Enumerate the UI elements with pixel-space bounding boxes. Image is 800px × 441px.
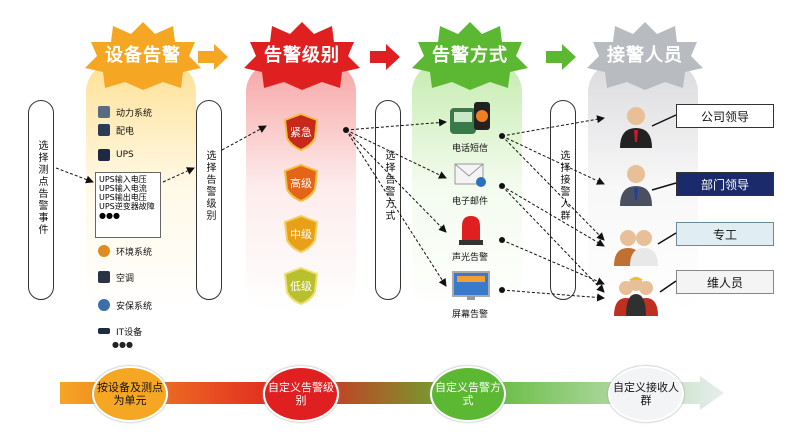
level-label-medium: 中级 xyxy=(290,228,312,241)
it-device-icon xyxy=(98,328,110,334)
header-star-levels xyxy=(244,22,360,90)
dept-leader-avatar xyxy=(620,165,652,206)
bottom-process-arrow xyxy=(60,376,724,410)
device-item-aircon: 空调 xyxy=(98,268,134,286)
select-method-label: 选择告警方式 xyxy=(383,150,394,222)
specialist-avatar xyxy=(614,230,658,266)
select-group-box xyxy=(550,100,576,300)
environment-icon xyxy=(98,245,110,257)
siren-icon xyxy=(459,216,483,245)
select-level-label: 选择告警级别 xyxy=(204,150,215,222)
select-points-box xyxy=(28,100,54,300)
method-label-siren: 声光告警 xyxy=(451,253,488,263)
role-maintenance: 维人员 xyxy=(676,270,774,294)
device-item-power: 动力系统 xyxy=(98,103,152,121)
distribution-icon xyxy=(98,124,110,136)
method-label-phone: 电话短信 xyxy=(451,144,488,154)
header-label-methods: 告警方式 xyxy=(432,45,508,66)
level-shield-medium xyxy=(283,214,319,254)
popup-line: UPS逆变器故障 xyxy=(99,202,155,211)
popup-line: UPS输入电压 xyxy=(99,175,147,184)
maintenance-staff-avatar xyxy=(614,277,658,316)
level-shield-high xyxy=(283,163,319,203)
popup-line: UPS输入电流 xyxy=(99,184,147,193)
company-leader-avatar xyxy=(620,107,652,148)
device-item-environment: 环境系统 xyxy=(98,242,152,260)
header-star-people xyxy=(587,22,703,90)
header-arrow-2 xyxy=(370,44,400,70)
level-label-low: 低级 xyxy=(290,280,312,293)
header-label-people: 接警人员 xyxy=(607,45,683,66)
header-star-methods xyxy=(412,22,528,90)
method-label-email: 电子邮件 xyxy=(451,197,488,207)
bottom-step-1: 按设备及测点为单元 xyxy=(92,366,168,422)
device-item-distribution: 配电 xyxy=(98,121,134,139)
select-level-box xyxy=(196,100,222,300)
header-label-devices: 设备告警 xyxy=(105,45,181,66)
role-dept-leader: 部门领导 xyxy=(676,172,774,196)
ups-icon xyxy=(98,149,110,161)
role-specialist: 专工 xyxy=(676,222,774,246)
level-label-urgent: 紧急 xyxy=(290,126,312,139)
screen-icon xyxy=(452,271,490,300)
header-star-devices xyxy=(85,22,201,90)
bottom-step-3: 自定义告警方式 xyxy=(430,366,506,422)
bottom-step-4: 自定义接收人群 xyxy=(608,366,684,422)
ups-events-popup: UPS输入电压 UPS输入电流 UPS输出电压 UPS逆变器故障 ●●● xyxy=(95,172,161,238)
header-arrow-1 xyxy=(198,44,228,70)
method-label-screen: 屏幕告警 xyxy=(451,310,488,320)
device-item-it: IT设备 xyxy=(98,322,142,340)
device-item-security: 安保系统 xyxy=(98,296,152,314)
device-item-ups: UPS xyxy=(98,146,134,164)
popup-line: ●●● xyxy=(99,211,120,220)
popup-line: UPS输出电压 xyxy=(99,193,147,202)
power-system-icon xyxy=(98,106,110,118)
email-icon xyxy=(454,163,486,187)
bottom-step-2: 自定义告警级别 xyxy=(263,366,339,422)
level-shield-urgent xyxy=(283,112,319,152)
select-points-label: 选择测点告警事件 xyxy=(36,140,47,236)
header-label-levels: 告警级别 xyxy=(264,45,340,66)
role-company-leader: 公司领导 xyxy=(676,104,774,128)
security-camera-icon xyxy=(98,299,110,311)
level-label-high: 高级 xyxy=(290,177,312,190)
phone-sms-icon xyxy=(450,102,490,134)
select-method-box xyxy=(375,100,401,300)
air-conditioner-icon xyxy=(98,271,110,283)
header-arrow-3 xyxy=(546,44,576,70)
devices-more: ●●● xyxy=(112,340,133,349)
level-shield-low xyxy=(283,266,319,306)
select-group-label: 选择接警人群 xyxy=(558,150,569,222)
